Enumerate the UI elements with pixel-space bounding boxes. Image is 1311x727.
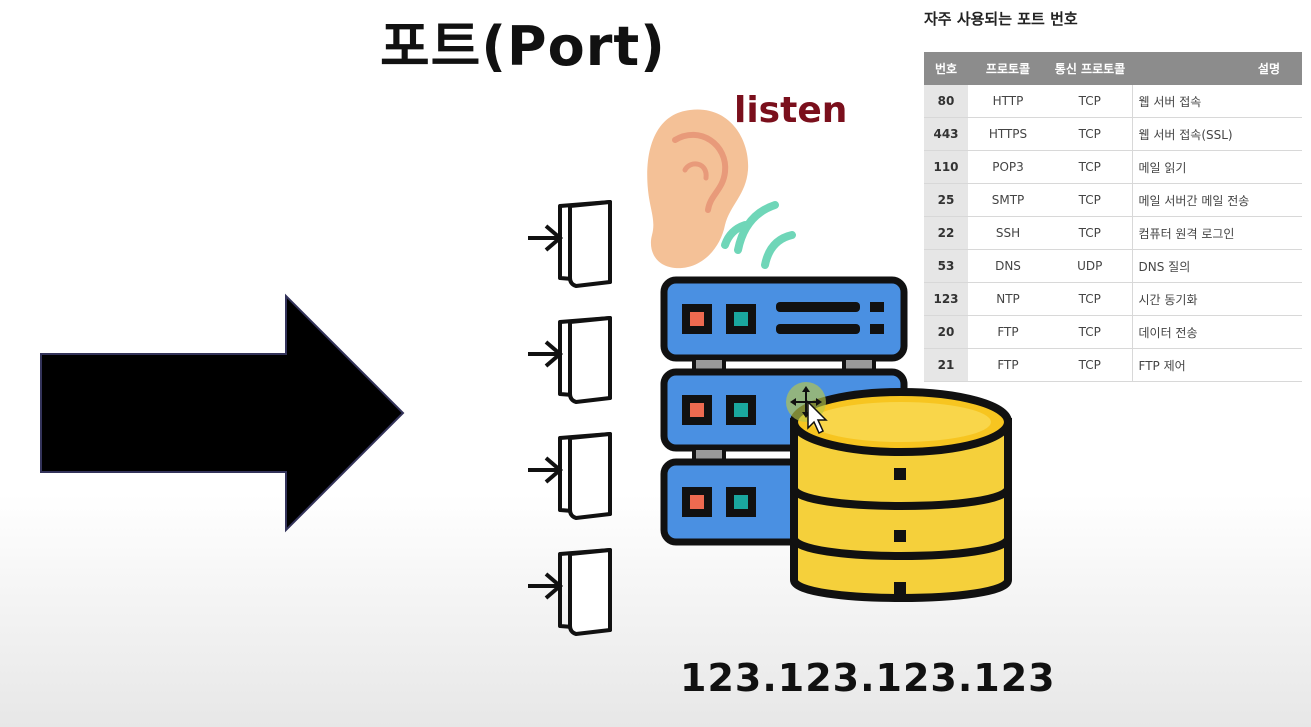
port-table-panel: 자주 사용되는 포트 번호 번호 프로토콜 통신 프로토콜 설명 80 HTTP… (924, 0, 1311, 382)
database-icon (790, 388, 1012, 602)
protocol-cell: SMTP (968, 183, 1048, 217)
table-row: 21 FTP TCP FTP 제어 (924, 348, 1302, 382)
right-arrow-icon (40, 293, 405, 533)
transport-cell: UDP (1048, 249, 1132, 283)
protocol-cell: HTTPS (968, 117, 1048, 151)
protocol-cell: DNS (968, 249, 1048, 283)
transport-cell: TCP (1048, 282, 1132, 316)
transport-cell: TCP (1048, 117, 1132, 151)
table-row: 110 POP3 TCP 메일 읽기 (924, 150, 1302, 184)
door-entry-icon (528, 316, 612, 404)
description-cell: 컴퓨터 원격 로그인 (1131, 216, 1302, 250)
protocol-cell: POP3 (968, 150, 1048, 184)
table-row: 20 FTP TCP 데이터 전송 (924, 315, 1302, 349)
protocol-cell: FTP (968, 315, 1048, 349)
listen-label: listen (734, 90, 848, 131)
protocol-cell: HTTP (968, 85, 1048, 118)
port-number-cell: 80 (924, 85, 968, 118)
description-cell: 메일 읽기 (1131, 150, 1302, 184)
door-entry-icon (528, 548, 612, 636)
port-number-cell: 123 (924, 282, 968, 316)
description-cell: FTP 제어 (1131, 348, 1302, 382)
page-title: 포트(Port) (380, 15, 666, 78)
table-header-row: 번호 프로토콜 통신 프로토콜 설명 (924, 52, 1302, 85)
description-cell: DNS 질의 (1131, 249, 1302, 283)
transport-cell: TCP (1048, 348, 1132, 382)
table-row: 443 HTTPS TCP 웹 서버 접속(SSL) (924, 117, 1302, 151)
transport-cell: TCP (1048, 315, 1132, 349)
table-row: 123 NTP TCP 시간 동기화 (924, 282, 1302, 316)
move-cursor-icon (786, 382, 828, 435)
port-number-cell: 21 (924, 348, 968, 382)
port-number-cell: 20 (924, 315, 968, 349)
transport-cell: TCP (1048, 183, 1132, 217)
door-entry-icon (528, 432, 612, 520)
transport-cell: TCP (1048, 216, 1132, 250)
transport-cell: TCP (1048, 85, 1132, 118)
protocol-cell: SSH (968, 216, 1048, 250)
column-header: 통신 프로토콜 (1048, 52, 1132, 85)
table-row: 25 SMTP TCP 메일 서버간 메일 전송 (924, 183, 1302, 217)
door-entry-icon (528, 200, 612, 288)
description-cell: 웹 서버 접속 (1131, 85, 1302, 118)
port-table-title: 자주 사용되는 포트 번호 (924, 10, 1078, 28)
table-row: 53 DNS UDP DNS 질의 (924, 249, 1302, 283)
description-cell: 시간 동기화 (1131, 282, 1302, 316)
protocol-cell: FTP (968, 348, 1048, 382)
transport-cell: TCP (1048, 150, 1132, 184)
port-number-cell: 110 (924, 150, 968, 184)
port-number-cell: 22 (924, 216, 968, 250)
table-row: 80 HTTP TCP 웹 서버 접속 (924, 85, 1302, 118)
protocol-cell: NTP (968, 282, 1048, 316)
port-number-cell: 443 (924, 117, 968, 151)
port-number-cell: 53 (924, 249, 968, 283)
port-number-cell: 25 (924, 183, 968, 217)
column-header: 설명 (1132, 52, 1302, 85)
description-cell: 메일 서버간 메일 전송 (1131, 183, 1302, 217)
port-table: 번호 프로토콜 통신 프로토콜 설명 80 HTTP TCP 웹 서버 접속 4… (924, 52, 1302, 382)
description-cell: 데이터 전송 (1131, 315, 1302, 349)
ear-icon (647, 109, 796, 269)
column-header: 번호 (924, 52, 968, 85)
ip-address-label: 123.123.123.123 (680, 656, 1056, 700)
column-header: 프로토콜 (968, 52, 1048, 85)
table-row: 22 SSH TCP 컴퓨터 원격 로그인 (924, 216, 1302, 250)
description-cell: 웹 서버 접속(SSL) (1131, 117, 1302, 151)
